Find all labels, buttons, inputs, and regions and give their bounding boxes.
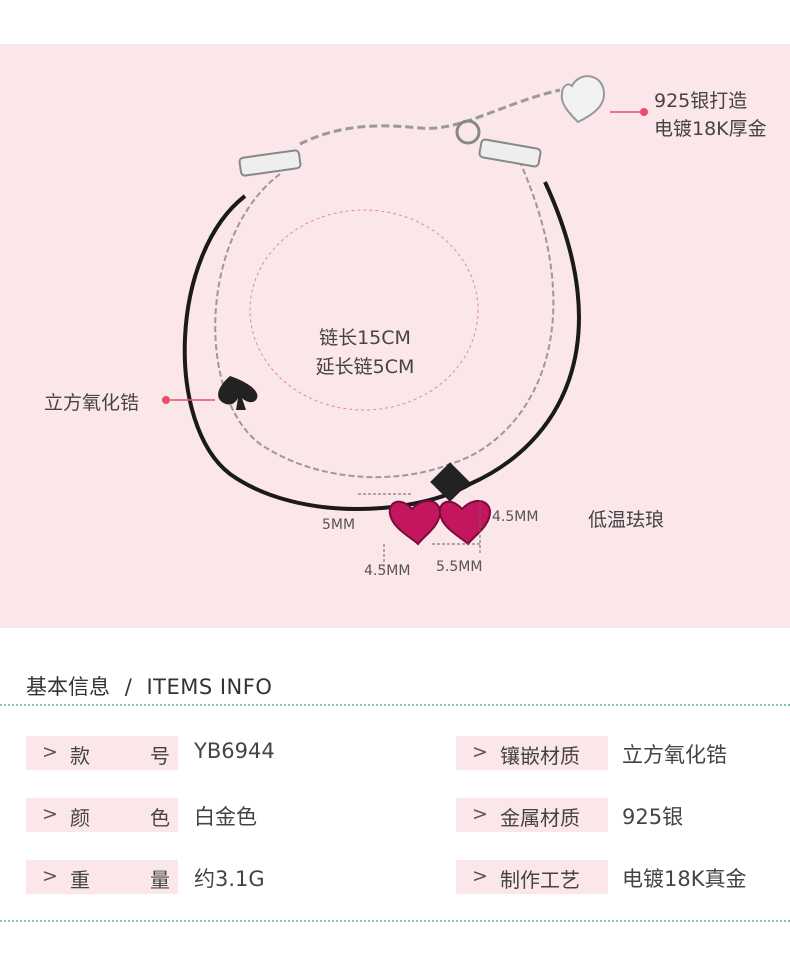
right-heart-gem [438,500,492,546]
callout-zirconia: 立方氧化锆 [44,392,140,414]
value-metal-material: 925银 [622,805,684,829]
dim-left-height: 4.5MM [364,563,411,579]
chevron-right-icon: > [42,865,58,887]
section-title-en: ITEMS INFO [146,675,273,699]
silver-callout-dot [640,108,648,116]
heart-tag [560,75,606,124]
chevron-right-icon: > [472,803,488,825]
spade-charm [218,376,258,410]
bottom-divider [0,920,790,922]
chain-length-text: 链长15CM 延长链5CM [250,324,480,382]
label-color: > 颜 色 [26,798,178,832]
label-model: > 款 号 [26,736,178,770]
chain-length: 链长15CM [319,327,411,349]
left-clasp [238,149,302,177]
zirconia-callout-dot [162,396,170,404]
section-separator: / [124,675,132,699]
right-clasp [478,138,542,168]
dim-left-width: 5MM [322,517,356,533]
product-hero: 925银打造 电镀18K厚金 链长15CM 延长链5CM 立方氧化锆 低温珐琅 … [0,44,790,628]
callout-enamel: 低温珐琅 [588,509,665,531]
label-craft: > 制作工艺 [456,860,608,894]
spring-ring [455,119,481,145]
top-divider [0,704,790,706]
value-weight: 约3.1G [194,867,265,891]
chevron-right-icon: > [472,741,488,763]
size-ellipse [249,209,479,411]
label-inlay-material: > 镶嵌材质 [456,736,608,770]
silver-chain [214,161,555,479]
enamel-leaf [430,462,470,502]
dim-right-width: 5.5MM [436,559,483,575]
value-model: YB6944 [194,739,275,763]
section-title: 基本信息 / ITEMS INFO [26,671,272,701]
black-cord [182,181,581,511]
value-inlay-material: 立方氧化锆 [622,743,727,767]
chevron-right-icon: > [472,865,488,887]
callout-silver-line1: 925银打造 [654,90,748,112]
chevron-right-icon: > [42,803,58,825]
value-color: 白金色 [194,805,257,829]
value-craft: 电镀18K真金 [622,867,747,891]
section-title-cn: 基本信息 [26,675,110,699]
left-heart-gem [388,500,442,546]
extension-length: 延长链5CM [315,356,415,378]
chevron-right-icon: > [42,741,58,763]
dim-right-height: 4.5MM [492,509,539,525]
callout-silver-line2: 电镀18K厚金 [654,118,767,140]
extension-chain [299,88,561,146]
label-metal-material: > 金属材质 [456,798,608,832]
bracelet-illustration [162,75,648,574]
label-weight: > 重 量 [26,860,178,894]
